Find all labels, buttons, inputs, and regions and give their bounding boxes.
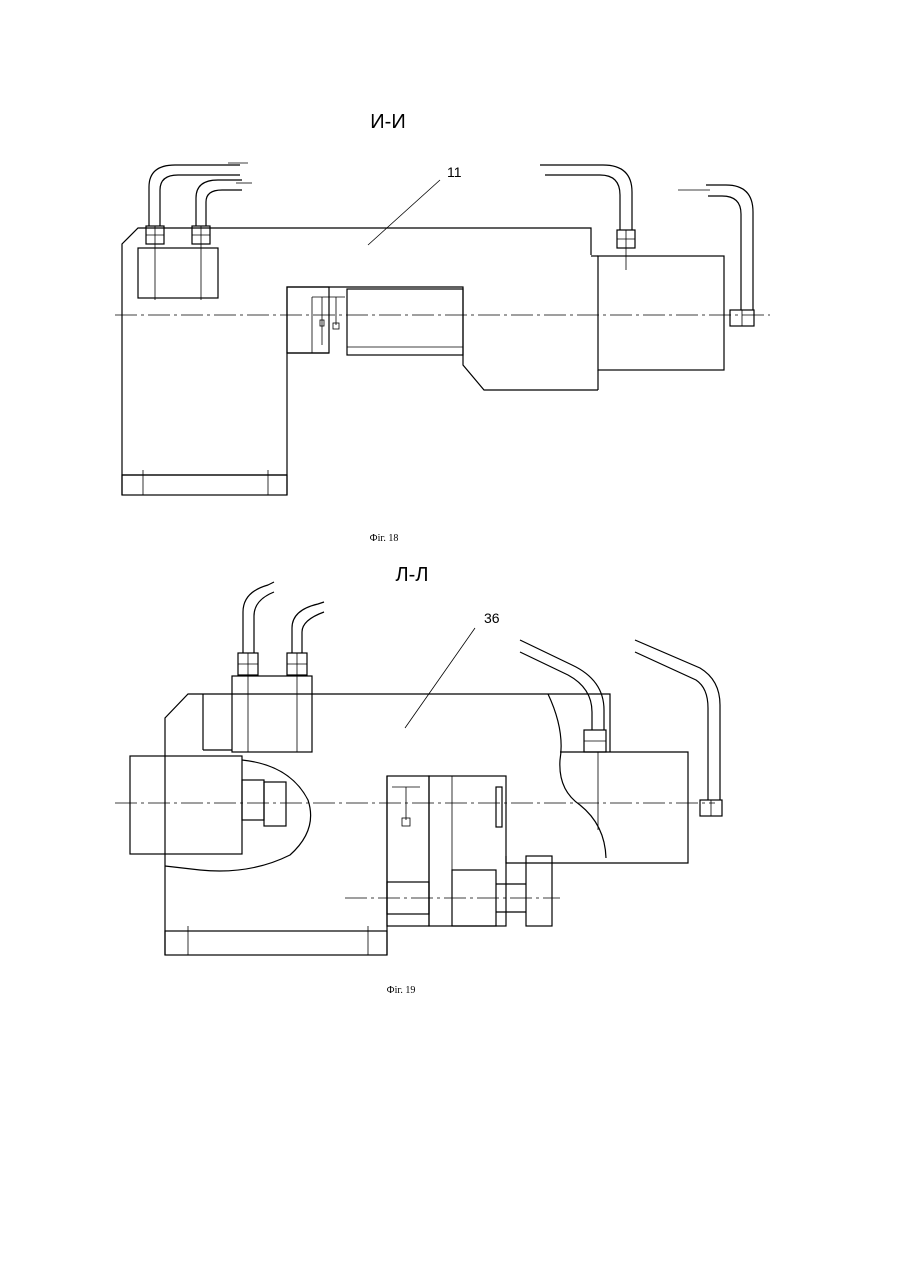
figure-18: И-И: [115, 111, 770, 544]
part-number-11: 11: [447, 164, 462, 180]
fig18-leader-line: [368, 180, 440, 245]
fig18-body: [122, 228, 724, 495]
section-label-l-l: Л-Л: [396, 564, 429, 586]
fig18-pipe-right-1: [540, 165, 635, 270]
fig18-pipe-left-2: [192, 180, 252, 300]
figure-19-caption: Фіг. 19: [387, 985, 416, 996]
section-label-i-i: И-И: [370, 111, 405, 133]
fig19-pipe-right-1: [520, 640, 606, 752]
fig19-pipe-right-2: [635, 640, 722, 816]
fig19-pipe-left-2: [287, 602, 324, 752]
figure-19: Л-Л: [115, 564, 722, 996]
figure-18-caption: Фіг. 18: [370, 533, 399, 544]
fig18-pipe-left-1: [146, 163, 248, 300]
fig19-leader-line: [405, 628, 475, 728]
fig19-pipe-left-1: [238, 582, 274, 752]
part-number-36: 36: [484, 610, 500, 626]
